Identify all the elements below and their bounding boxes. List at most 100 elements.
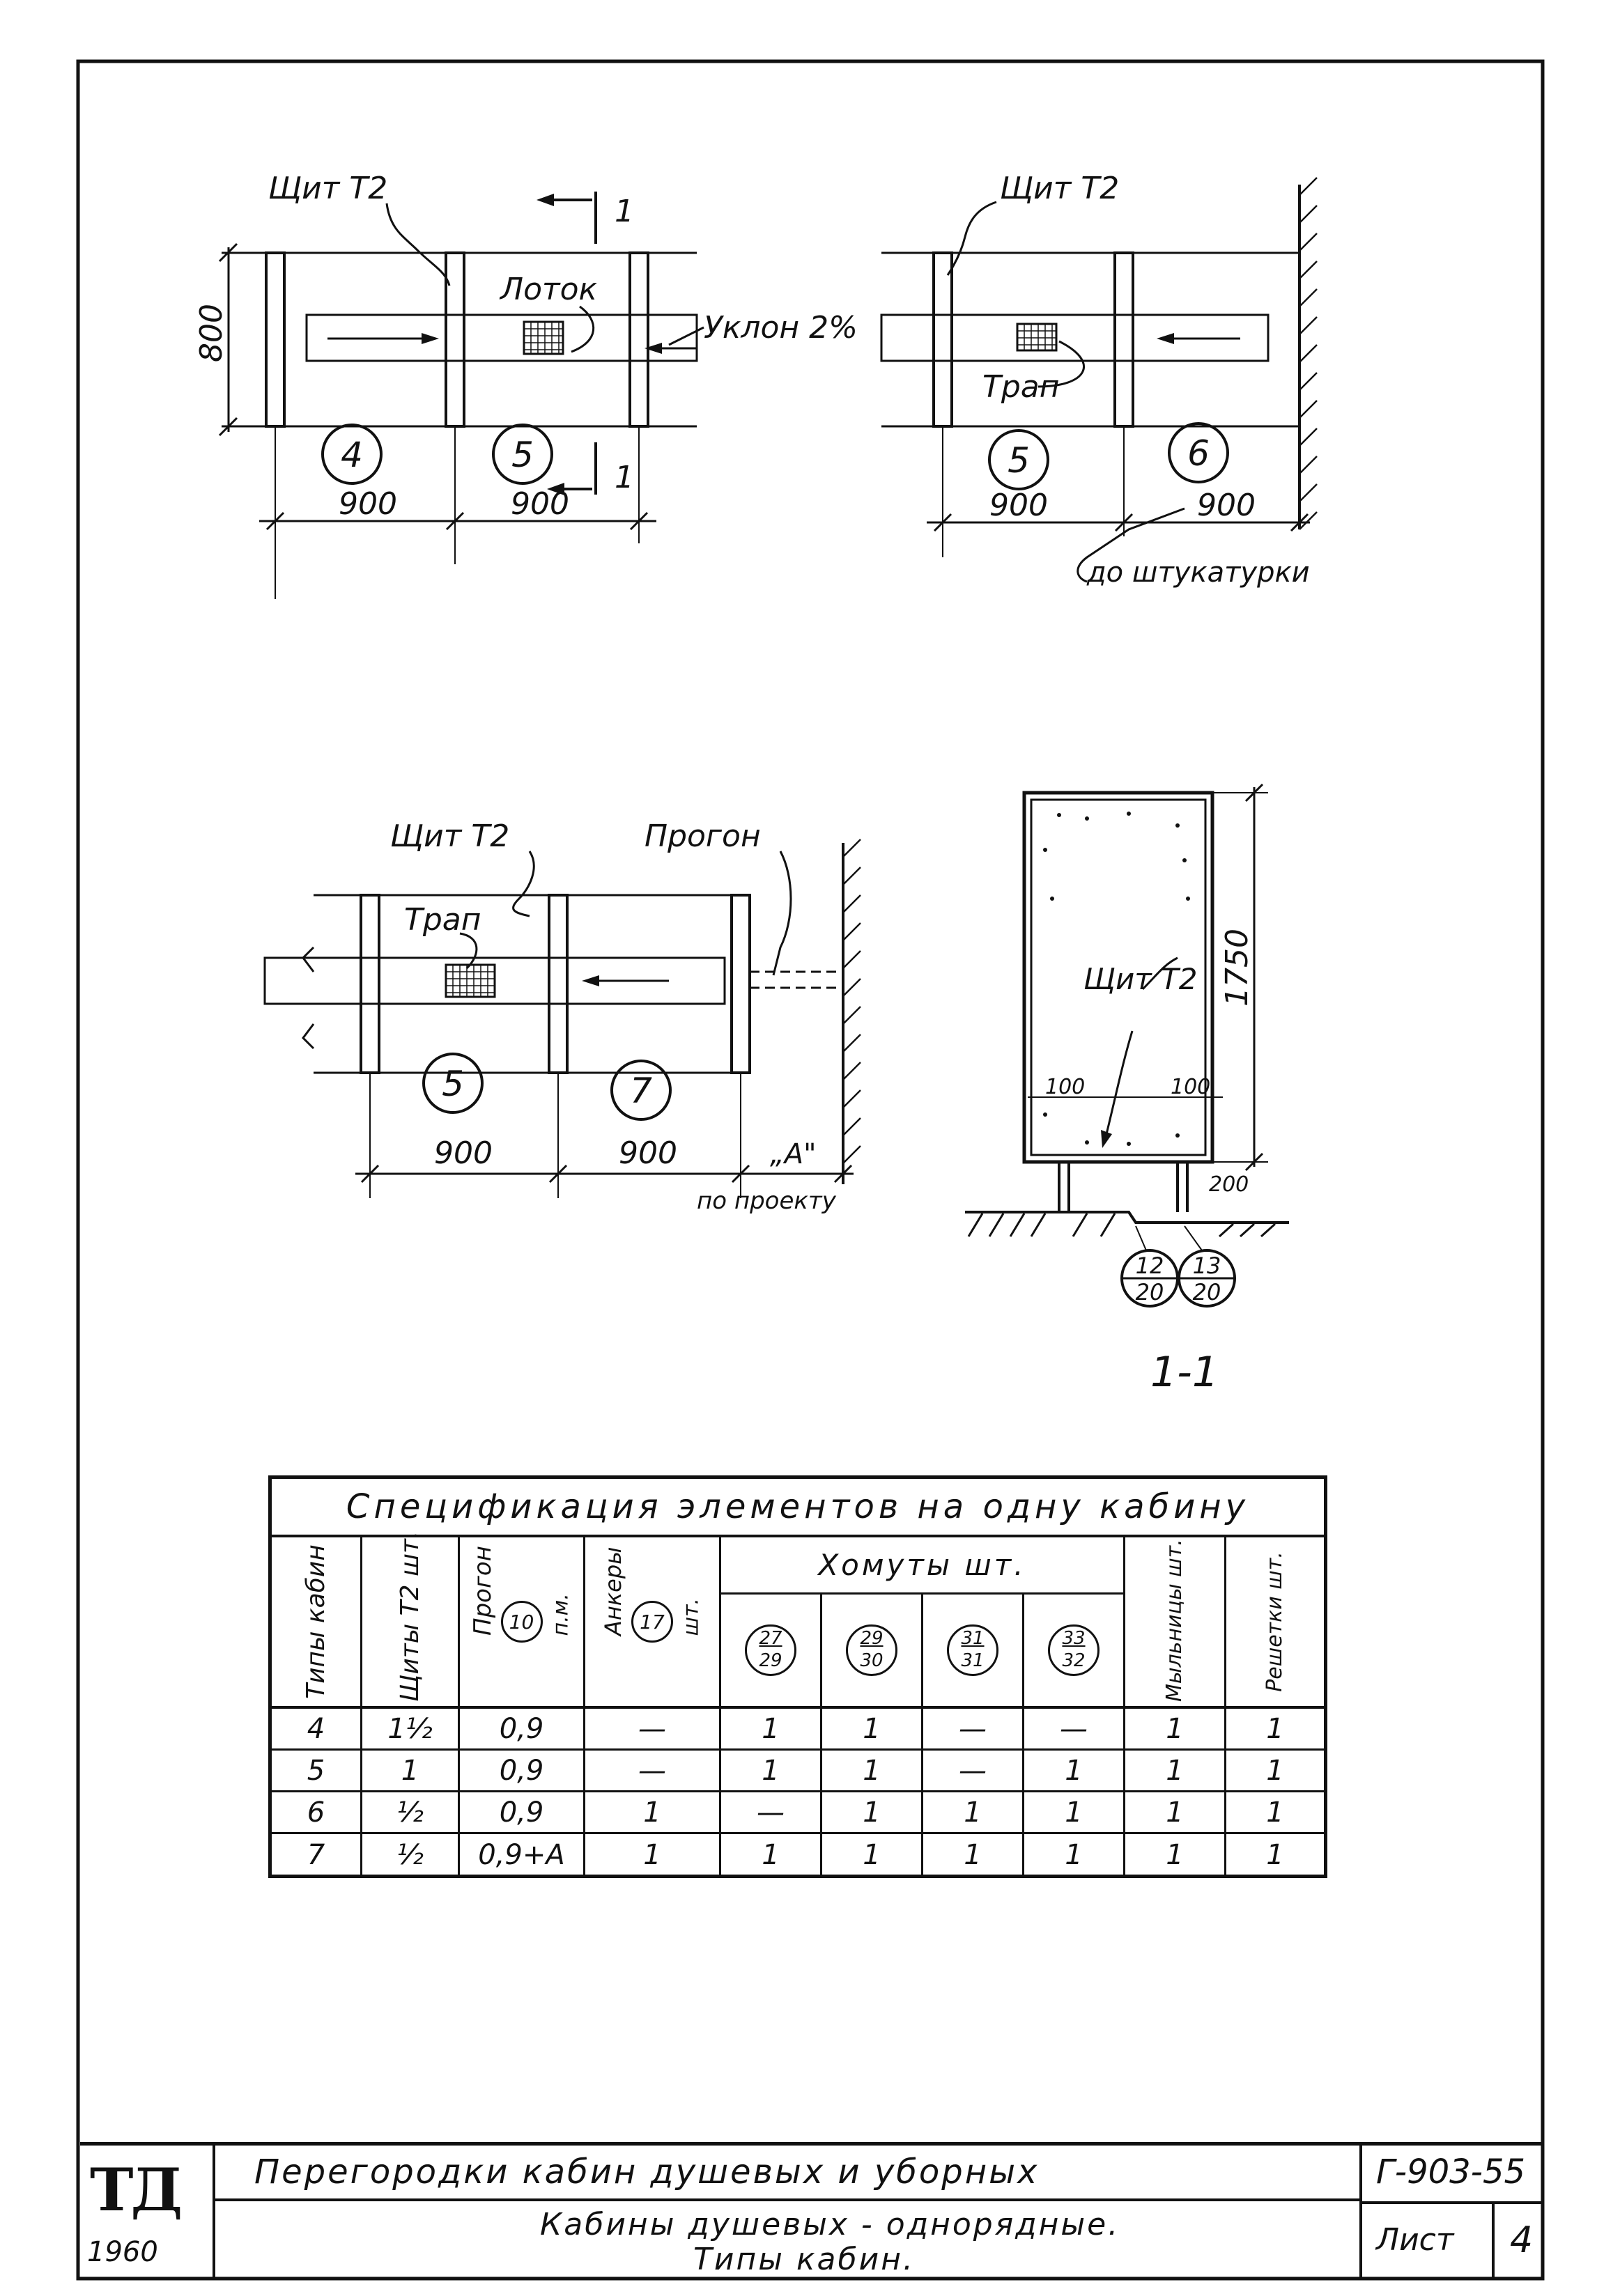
spec-cell-r2-c3: 1 [585,1792,721,1834]
sheet-number-cell: 4 [1495,2201,1543,2279]
purlin-ref-circle: 10 [500,1601,543,1643]
spec-cell-r2-c5: 1 [822,1792,923,1834]
section-mark-bottom: 1 [615,460,634,495]
header-types: Типы кабин [272,1537,362,1709]
cabin-4-number: 4 [341,435,363,475]
spec-cell-r3-c4: 1 [721,1834,822,1876]
dim-900-d: 900 [1197,488,1256,523]
spec-cell-r1-c2: 0,9 [460,1751,585,1792]
label-shield-t2-section: Щит Т2 [1083,962,1197,996]
spec-cell-r2-c6: 1 [923,1792,1024,1834]
sheet-number: 4 [1510,2219,1534,2261]
spec-cell-r2-c1: ½ [362,1792,460,1834]
spec-cell-r0-c3: — [585,1709,721,1751]
spec-cell-r1-c4: 1 [721,1751,822,1792]
cabin-5-number-c: 5 [442,1064,464,1104]
spec-cell-r2-c2: 0,9 [460,1792,585,1834]
dim-800: 800 [194,304,229,362]
label-shield-t2-3: Щит Т2 [390,819,509,854]
header-shields: Щиты Т2 шт. [362,1531,460,1709]
title-main: Перегородки кабин душевых и уборных [254,2152,1040,2192]
spec-cell-r1-c5: 1 [822,1751,923,1792]
spec-cell-r2-c8: 1 [1125,1792,1226,1834]
label-slope: Уклон 2% [704,310,858,346]
dim-900-c: 900 [989,488,1048,523]
sheet-frame [76,59,1545,2281]
spec-cell-r2-c4: — [721,1792,822,1834]
spec-cell-r1-c0: 5 [272,1751,362,1792]
spec-cell-r3-c6: 1 [923,1834,1024,1876]
spec-cell-r2-c0: 6 [272,1792,362,1834]
ref-13: 13 [1193,1252,1221,1279]
plan-cabins-5-6: 5 6 900 900 до штукатурки Щит Т2 Трап [880,171,1318,589]
spec-cell-r0-c6: — [923,1709,1024,1751]
spec-cell-r1-c7: 1 [1024,1751,1125,1792]
cabin-6-number: 6 [1187,433,1210,474]
plan-cabins-4-5: 800 4 5 900 900 1 1 Щит Т2 Лоток Уклон 2… [194,171,858,599]
spec-table: Спецификация элементов на одну кабину Ти… [268,1475,1327,1878]
dim-100-left: 100 [1045,1075,1085,1099]
title-block: ТД 1960 Перегородки кабин душевых и убор… [80,2142,1543,2279]
label-a: „А" [770,1138,816,1170]
spec-cell-r0-c2: 0,9 [460,1709,585,1751]
dim-100-right: 100 [1171,1075,1210,1099]
spec-cell-r3-c1: ½ [362,1834,460,1876]
year: 1960 [87,2236,158,2268]
ref-20-b: 20 [1193,1279,1221,1305]
td-logo: ТД [90,2155,183,2224]
header-purlin: Прогон 10 п.м. [460,1537,585,1709]
spec-title: Спецификация элементов на одну кабину [272,1479,1324,1537]
label-shield-t2-1: Щит Т2 [268,171,387,206]
code-cell: Г-903-55 [1362,2146,1543,2204]
dim-900-f: 900 [619,1135,677,1171]
spec-cell-r1-c1: 1 [362,1751,460,1792]
spec-cell-r0-c5: 1 [822,1709,923,1751]
spec-cell-r3-c0: 7 [272,1834,362,1876]
spec-cell-r1-c6: — [923,1751,1024,1792]
dim-900-a: 900 [339,486,397,522]
dim-200: 200 [1209,1172,1249,1197]
note-by-project: по проекту [697,1187,837,1215]
spec-cell-r2-c9: 1 [1226,1792,1324,1834]
spec-cell-r0-c1: 1½ [362,1709,460,1751]
header-anchors: Анкеры 17 шт. [585,1537,721,1709]
section-1-1: 1750 Щит Т2 100 100 200 12 20 13 20 [965,783,1289,1397]
title-row-2: Кабины душевых - однорядные. Типы кабин. [213,2201,1362,2279]
spec-cell-r3-c5: 1 [822,1834,923,1876]
cabin-5-number-b: 5 [1008,440,1030,481]
spec-cell-r1-c8: 1 [1125,1751,1226,1792]
title-row-1: Перегородки кабин душевых и уборных [213,2146,1362,2201]
spec-cell-r0-c9: 1 [1226,1709,1324,1751]
dim-1750: 1750 [1219,929,1255,1007]
header-clamps: Хомуты шт. [721,1537,1125,1595]
cabin-7-number: 7 [630,1071,652,1111]
spec-cell-r3-c8: 1 [1125,1834,1226,1876]
spec-cell-r0-c7: — [1024,1709,1125,1751]
plan-cabins-5-7: 5 7 900 900 „А" по проекту Щит Т2 Прогон… [263,819,861,1215]
spec-cell-r1-c3: — [585,1751,721,1792]
title-sub-2: Типы кабин. [693,2242,915,2277]
sheet-label-cell: Лист [1362,2201,1495,2279]
spec-cell-r0-c0: 4 [272,1709,362,1751]
drawing-code: Г-903-55 [1376,2152,1526,2192]
logo-cell: ТД 1960 [80,2146,215,2279]
spec-cell-r3-c2: 0,9+А [460,1834,585,1876]
ref-12: 12 [1136,1252,1164,1279]
spec-cell-r3-c7: 1 [1024,1834,1125,1876]
label-shield-t2-2: Щит Т2 [1000,171,1119,206]
label-purlin: Прогон [645,819,761,854]
note-to-plaster: до штукатурки [1086,557,1310,589]
label-drain-2: Трап [404,902,481,938]
dim-900-e: 900 [434,1135,493,1171]
sheet-label: Лист [1376,2222,1454,2258]
section-caption: 1-1 [1150,1348,1219,1397]
ref-20-a: 20 [1136,1279,1164,1305]
header-grille: Решетки шт. [1226,1537,1324,1709]
section-mark-top: 1 [615,194,634,229]
title-sub: Кабины душевых - однорядные. [540,2207,1120,2242]
cabin-5-number: 5 [511,435,534,475]
